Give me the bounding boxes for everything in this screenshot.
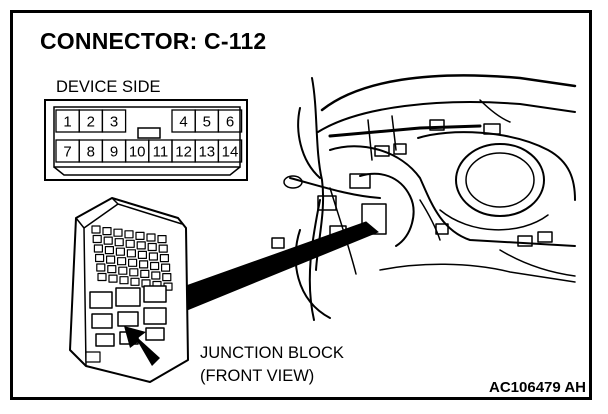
fuse-slot (161, 263, 171, 272)
pin-number-14: 14 (222, 144, 239, 161)
fuse-slot (139, 260, 149, 269)
pin-number-7: 7 (63, 144, 71, 161)
fuse-slot (115, 247, 126, 256)
connector-face (44, 99, 248, 181)
fuse-slot (150, 261, 160, 271)
fuse-slot (151, 271, 161, 280)
fuse-slot (116, 257, 127, 266)
pin-number-3: 3 (110, 114, 118, 131)
fuse-slot (157, 235, 167, 244)
fuse-slot (103, 236, 113, 245)
fuse-slot (102, 227, 112, 236)
pin-number-2: 2 (87, 114, 95, 131)
fuse-slot (140, 269, 150, 278)
fuse-slot (93, 244, 104, 253)
fuse-slot (159, 254, 169, 263)
pin-number-5: 5 (203, 114, 211, 131)
fuse-slot (148, 252, 158, 261)
fuse-slot (126, 249, 137, 258)
fuse-slot (119, 276, 129, 285)
fuse-slot (162, 273, 172, 282)
pin-cell-3 (101, 109, 127, 133)
fuse-slot (94, 253, 105, 263)
fuse-slot (114, 238, 124, 247)
fuse-slot (158, 244, 168, 253)
pin-cell-6 (217, 109, 243, 133)
connector-location-arrow (124, 326, 160, 366)
fuse-slot (129, 268, 139, 277)
pin-number-12: 12 (175, 144, 192, 161)
fuse-slot (92, 234, 102, 244)
fuse-slot (97, 272, 107, 282)
pin-number-10: 10 (129, 144, 146, 161)
junction-block-illustration (69, 197, 189, 383)
fuse-slot (113, 228, 123, 237)
connector-title: CONNECTOR: C-112 (40, 28, 267, 54)
fuse-slot (105, 255, 116, 264)
pin-number-6: 6 (226, 114, 234, 131)
front-view-label: (FRONT VIEW) (200, 367, 315, 385)
pin-number-1: 1 (63, 114, 71, 131)
fuse-slot (136, 241, 146, 250)
location-pointer (185, 221, 379, 311)
figure-code: AC106479 AH (489, 379, 586, 396)
pin-cell-14 (217, 139, 243, 163)
dashboard-illustration (271, 74, 577, 321)
fuse-slot (130, 277, 140, 286)
pin-number-9: 9 (110, 144, 118, 161)
fuse-slot (107, 265, 117, 274)
junction-block-label: JUNCTION BLOCK (200, 344, 344, 362)
fuse-slot (137, 250, 147, 259)
fuse-slot (91, 225, 101, 234)
fuse-slot (125, 239, 135, 248)
pin-number-13: 13 (198, 144, 215, 161)
pin-number-4: 4 (179, 114, 187, 131)
fuse-slot (146, 233, 156, 242)
fuse-slot (118, 266, 128, 275)
fuse-slot (124, 230, 134, 239)
fuse-slot (135, 231, 145, 240)
fuse-slot (128, 258, 138, 267)
pin-number-11: 11 (153, 144, 169, 161)
fuse-slot (147, 242, 157, 252)
fuse-slot (96, 263, 106, 272)
fuse-slot (104, 246, 115, 255)
pin-number-8: 8 (87, 144, 95, 161)
device-side-label: DEVICE SIDE (56, 78, 161, 96)
fuse-slot (108, 274, 118, 283)
